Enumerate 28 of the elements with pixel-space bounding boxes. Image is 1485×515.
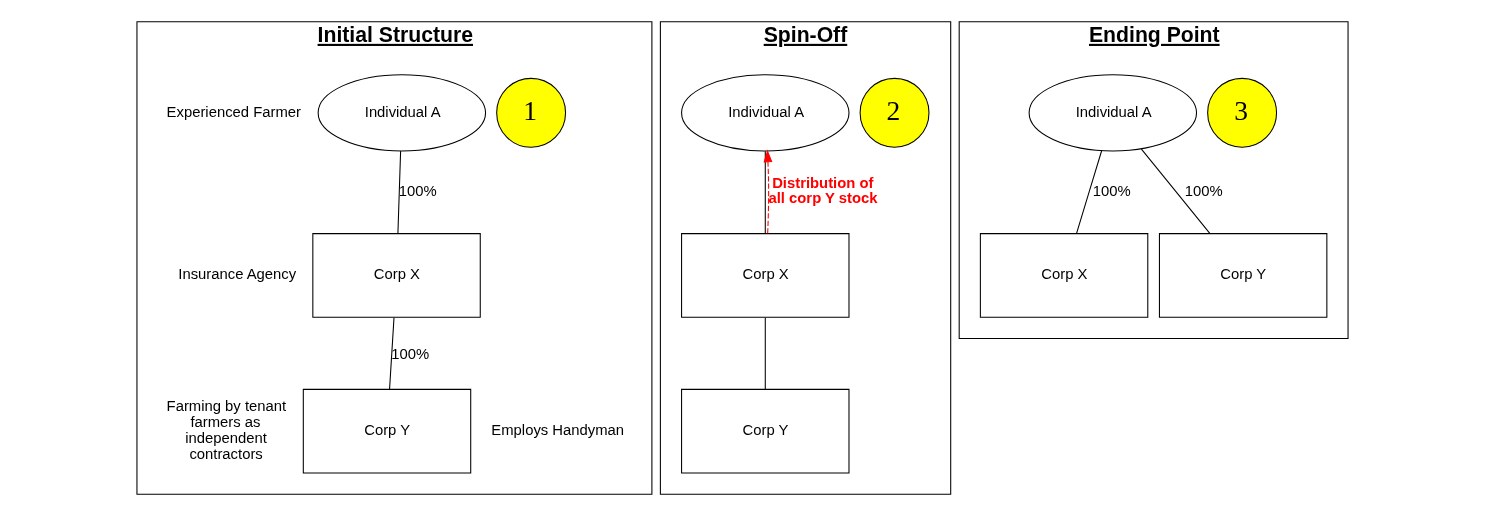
node-box: Corp X: [979, 232, 1149, 318]
edge-label: 100%: [398, 182, 437, 199]
connector: [764, 316, 766, 390]
node-box: Corp X: [312, 232, 481, 318]
connector: [764, 150, 766, 234]
node-circle: 2: [859, 77, 930, 148]
connector: [1140, 148, 1211, 234]
node-circle: 1: [496, 77, 567, 148]
connector: [389, 316, 395, 390]
edge-label: 100%: [391, 345, 430, 362]
node-label: Experienced Farmer: [166, 103, 301, 120]
edge-label: 100%: [1184, 182, 1223, 199]
connector: [1075, 149, 1103, 234]
edge-label: Distribution of all corp Y stock: [768, 174, 878, 206]
node-label: Farming by tenant farmers as independent contractors: [166, 397, 287, 462]
node-ellipse: Individual A: [317, 73, 487, 151]
node-ellipse: Individual A: [681, 73, 850, 151]
node-box: Corp Y: [302, 388, 472, 474]
node-label: Insurance Agency: [178, 265, 297, 282]
connector: [397, 150, 402, 234]
node-box: Corp X: [681, 232, 850, 318]
node-ellipse: Individual A: [1028, 73, 1198, 151]
node-box: Corp Y: [681, 388, 850, 474]
arrow: [763, 149, 773, 234]
node-label: Employs Handyman: [491, 421, 625, 438]
edge-label: 100%: [1092, 182, 1131, 199]
node-circle: 3: [1207, 77, 1278, 148]
node-box: Corp Y: [1158, 232, 1328, 318]
